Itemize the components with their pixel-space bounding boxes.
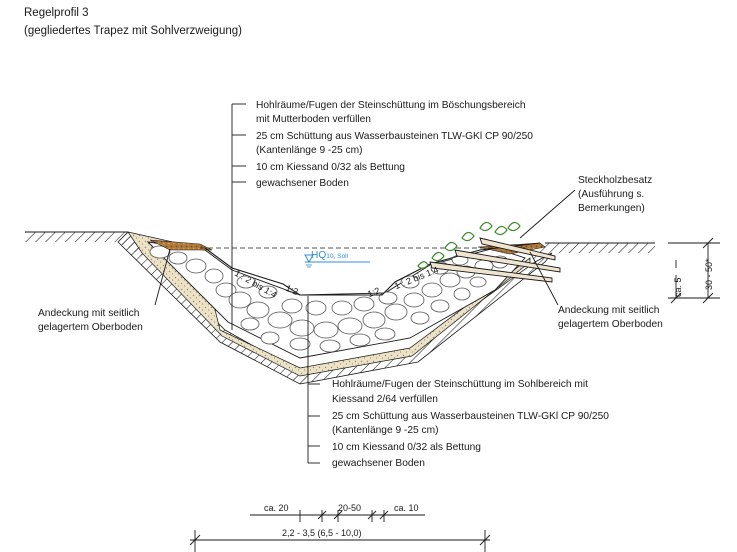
callout-bottom-line-4: (Kantenlänge 9 -25 cm) xyxy=(332,425,439,436)
water-level-subscript: 10, Soll xyxy=(326,253,348,260)
steckholz-leader xyxy=(519,189,576,239)
stone xyxy=(400,275,420,289)
stone xyxy=(319,339,341,353)
plant-leaves xyxy=(417,221,521,269)
dim-total: 2,2 - 3,5 (6,5 - 10,0) xyxy=(282,528,362,538)
callout-top-line-2: mit Mutterboden verfüllen xyxy=(256,114,371,125)
andeckung-right-line-2: gelagertem Oberboden xyxy=(558,319,663,330)
dim-left-seg: ca. 20 xyxy=(264,503,289,513)
stone xyxy=(430,299,450,313)
andeckung-left-line-1: Andeckung mit seitlich xyxy=(38,308,140,319)
callout-top-line-6: gewachsener Boden xyxy=(256,178,349,189)
stone xyxy=(236,275,256,289)
page-title: Regelprofil 3 xyxy=(24,7,89,19)
steckholz-cuttings xyxy=(429,237,561,283)
callout-top-line-4: (Kantenlänge 9 -25 cm) xyxy=(256,145,363,156)
stone xyxy=(185,258,207,274)
callout-bottom-line-5: 10 cm Kiessand 0/32 als Bettung xyxy=(332,442,481,453)
stone xyxy=(305,300,327,316)
steckholz-line-2: (Ausführung s. xyxy=(578,189,645,200)
stone xyxy=(260,331,280,345)
andeckung-right-leader xyxy=(529,251,559,306)
stone xyxy=(313,321,339,339)
stone xyxy=(204,268,224,284)
stone xyxy=(410,311,430,325)
callout-top-line-1: Hohlräume/Fugen der Steinschüttung im Bö… xyxy=(256,100,526,111)
stone xyxy=(469,276,487,288)
stone xyxy=(403,292,425,308)
stone xyxy=(374,327,396,341)
stone xyxy=(246,301,270,319)
water-level-label: HQ10, Soll xyxy=(311,249,348,263)
stone xyxy=(228,291,252,309)
stone xyxy=(453,287,471,301)
gravel-bedding xyxy=(127,231,531,377)
andeckung-left-line-2: gelagertem Oberboden xyxy=(38,322,143,333)
stone xyxy=(349,333,371,347)
callout-bottom-line-3: 25 cm Schüttung aus Wasserbausteinen TLW… xyxy=(332,411,609,422)
stone xyxy=(331,300,353,316)
dim-right-seg: ca. 10 xyxy=(394,503,419,513)
dim-height-small: ca. 5 xyxy=(673,277,683,297)
dim-mid-seg: 20-50 xyxy=(338,503,362,513)
callout-bottom-line-1: Hohlräume/Fugen der Steinschüttung im So… xyxy=(332,379,588,390)
callout-top-leaders xyxy=(231,103,246,330)
stone xyxy=(384,303,408,321)
steckholz-line-3: Bemerkungen) xyxy=(578,203,645,214)
callout-top-line-3: 25 cm Schüttung aus Wasserbausteinen TLW… xyxy=(256,131,533,142)
width-dimensions xyxy=(189,510,491,552)
stone xyxy=(439,272,461,288)
water-level-symbol xyxy=(304,254,314,264)
callout-bottom-leaders xyxy=(307,296,320,464)
stone xyxy=(289,337,311,351)
stone xyxy=(353,296,375,312)
ground-hatch-right xyxy=(530,242,655,263)
callout-bottom-line-6: gewachsener Boden xyxy=(332,458,425,469)
stone xyxy=(289,319,315,337)
andeckung-left-leader xyxy=(154,248,171,306)
andeckung-right-line-1: Andeckung mit seitlich xyxy=(558,305,660,316)
stone xyxy=(240,317,260,331)
topsoil-left xyxy=(149,239,213,251)
stone xyxy=(267,311,293,329)
stone xyxy=(421,282,443,298)
page-subtitle: (gegliedertes Trapez mit Sohlverzweigung… xyxy=(24,25,242,37)
dim-height-large: 30 - 50* xyxy=(704,258,714,290)
stone xyxy=(168,251,188,265)
stone xyxy=(378,291,398,305)
callout-bottom-line-2: Kiessand 2/64 verfüllen xyxy=(332,394,438,405)
water-level-hq: HQ xyxy=(311,250,327,261)
callout-top-line-5: 10 cm Kiessand 0/32 als Bettung xyxy=(256,162,405,173)
height-dimensions xyxy=(668,237,720,304)
stone xyxy=(215,282,237,298)
ground-hatch-left xyxy=(25,231,150,257)
steckholz-line-1: Steckholzbesatz xyxy=(578,175,653,186)
stone xyxy=(281,298,303,314)
stone xyxy=(149,245,171,259)
stone xyxy=(362,311,386,329)
stone xyxy=(258,285,278,299)
stone xyxy=(337,317,363,335)
